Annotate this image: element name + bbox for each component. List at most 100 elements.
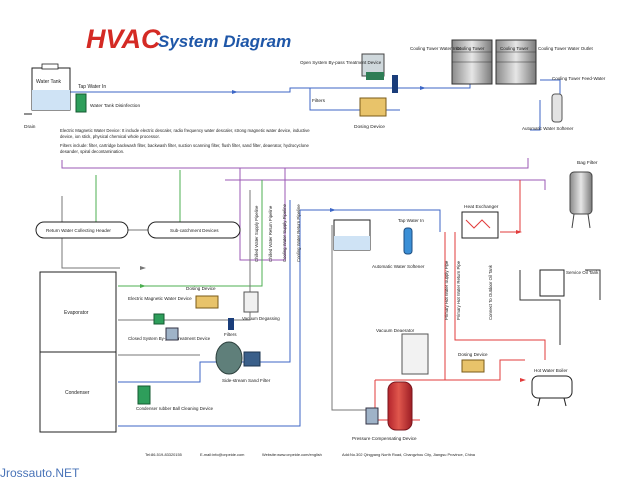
cooling-tower-feed-label: Cooling Tower Feed-Water <box>552 76 606 81</box>
hot-water-boiler <box>531 375 573 407</box>
open-system-bypass-label: Open System By-pass Treatment Device <box>300 60 382 65</box>
pipe-oil-2 <box>585 269 601 300</box>
footer-address: Add:No.302 Qingyang North Road, Changzho… <box>342 452 476 457</box>
pipe-green-evap <box>118 180 263 287</box>
closed-bypass-device <box>165 327 179 341</box>
dosing-device-left-label: Dosing Device <box>186 286 216 291</box>
pressure-compensating-label: Pressure Compensating Device <box>352 436 417 441</box>
cooling-water-return-label: Cooling Water Return Pipeline <box>296 204 301 262</box>
vacuum-degassing-unit <box>243 291 259 313</box>
softener-mid-label: Automatic Water Softener <box>372 264 425 269</box>
dosing-device-top <box>359 97 387 117</box>
pipe-red-heat-exchanger <box>500 180 521 233</box>
service-oil-tank <box>539 269 565 297</box>
arrow-icon <box>330 208 336 212</box>
pipe-red-lower <box>375 359 525 381</box>
primary-hot-water-supply-label: Primary Hot Water Supply Pipe <box>444 260 449 320</box>
emw-device-label: Electric Magnetic Water Device <box>128 296 192 301</box>
pipe-red-loop <box>454 232 546 360</box>
evaporator-label: Evaporator <box>64 310 89 316</box>
disinfection-device <box>75 93 87 113</box>
dosing-device-right-label: Dosing Device <box>458 352 488 357</box>
filters-note: Filters include: filter, cartridge backw… <box>60 143 309 154</box>
cooling-tower-inlet-label: Cooling Tower Water Inlet <box>410 46 462 51</box>
arrow-icon <box>420 86 426 90</box>
cooling-tower-left <box>451 39 493 85</box>
arrow-icon <box>232 90 238 94</box>
heat-exchanger-label: Heat Exchanger <box>464 204 499 210</box>
sand-filter-label: Side-stream Sand Filter <box>222 378 271 383</box>
cooling-water-supply-label: Cooling Water Supply Pipeline <box>282 204 287 262</box>
flow-arrows <box>140 86 526 382</box>
title-hvac: HVAC <box>86 24 161 54</box>
sub-catchment-label: Sub-catchment Devices <box>170 228 219 233</box>
filters-mid-label: Filters <box>224 332 237 337</box>
title-system-diagram: System Diagram <box>158 32 292 51</box>
pipe-softener-top <box>530 100 541 131</box>
cooling-tower-left-label: Cooling Tower <box>456 46 485 51</box>
footer-website: Website:www.cnpeide.com/english <box>262 452 322 457</box>
tap-water-in-mid-label: Tap Water In <box>398 218 424 223</box>
drain-label: Drain <box>24 124 36 130</box>
ball-cleaning-device <box>137 385 151 405</box>
hot-water-boiler-label: Hot Water Boiler <box>534 368 568 373</box>
primary-hot-water-return-label: Primary Hot Water Return Pipe <box>456 260 461 320</box>
footer-email: E-mail:info@cnpeide.com <box>200 452 244 457</box>
filter-top <box>392 75 398 93</box>
return-water-collecting-header <box>35 221 129 239</box>
footer-tel: Tel:86-519-83320155 <box>145 452 182 457</box>
water-tank-disinfection-label: Water Tank Disinfection <box>90 103 140 109</box>
service-oil-tank-label: Service Oil Tank <box>566 270 599 275</box>
water-tank <box>24 63 71 115</box>
side-stream-sand-filter <box>215 341 261 375</box>
ball-cleaning-label: Condenser rubber Ball Cleaning Device <box>136 406 214 411</box>
pipe-blue-cond <box>118 200 291 383</box>
return-water-header-label: Return Water Collecting Header <box>46 228 111 233</box>
arrow-icon <box>516 230 522 234</box>
vacuum-degassing-label: Vacuum Degassing <box>242 316 280 321</box>
bypass-motor <box>366 72 384 80</box>
pipe-blue-right <box>300 209 441 232</box>
evaporator <box>39 271 117 353</box>
pipe-gray-left <box>61 196 120 269</box>
sub-catchment-devices <box>147 221 241 239</box>
water-softener-top-label: Automatic Water Softener <box>522 126 574 131</box>
softener-water-mid <box>334 236 370 250</box>
filters-top-label: Filters <box>312 98 326 104</box>
dosing-device-top-label: Dosing Device <box>354 124 385 130</box>
pipe-deaerator <box>331 225 370 411</box>
pipe-purple-upper <box>61 158 529 169</box>
water-softener-top <box>551 93 563 123</box>
cooling-tower-right <box>495 39 537 85</box>
bag-filter <box>569 171 593 229</box>
arrow-icon <box>140 284 146 288</box>
tap-water-in-label: Tap Water In <box>78 84 106 90</box>
emw-note: Electric Magnetic Water Device: It inclu… <box>60 128 310 139</box>
condenser <box>39 351 117 433</box>
heat-exchanger <box>461 211 499 239</box>
softener-column-mid <box>403 227 413 255</box>
pipe-oil <box>519 270 561 345</box>
emw-device <box>153 313 165 325</box>
bag-filter-label: Bag Filter <box>577 160 598 166</box>
dosing-device-right <box>461 359 485 373</box>
condenser-label: Condenser <box>65 390 90 396</box>
pipe-network <box>47 78 601 427</box>
vacuum-deaerator <box>401 333 429 375</box>
arrow-icon <box>520 378 526 382</box>
chilled-water-supply-label: Chilled Water Supply Pipeline <box>254 205 259 262</box>
water-tank-label: Water Tank <box>36 79 62 85</box>
chilled-water-return-label: Chilled Water Return Pipeline <box>268 205 273 262</box>
dosing-device-left <box>195 295 219 309</box>
pipe-cooling-tower-feed <box>540 79 561 94</box>
pipe-top-header-blue <box>47 78 471 93</box>
filters-mid-unit <box>228 318 234 330</box>
arrow-icon <box>140 266 146 270</box>
pressure-compensating-device <box>365 381 413 431</box>
cooling-tower-right-label: Cooling Tower <box>500 46 529 51</box>
watermark: Jrossauto.NET <box>0 466 80 480</box>
pipe-blue-cond-lower <box>118 210 301 427</box>
outdoor-oil-tank-label: Connect To Outdoor Oil Tank <box>488 264 493 320</box>
pipe-purple-right <box>225 179 546 190</box>
